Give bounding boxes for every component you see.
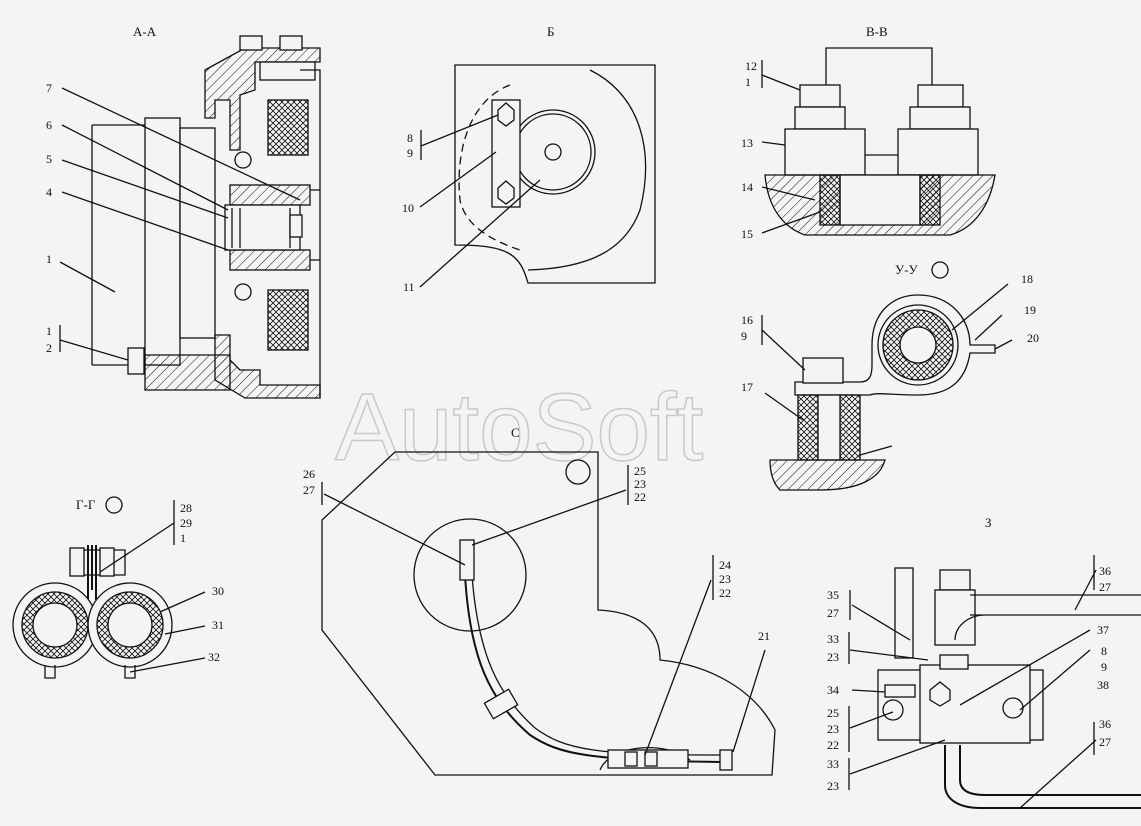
c-label-1: 26 <box>303 467 315 481</box>
b-label-4: 11 <box>403 280 415 294</box>
view-gg-title: Г-Г <box>76 497 96 512</box>
b-label-2: 9 <box>407 146 413 160</box>
b-label-3: 10 <box>402 201 414 215</box>
vv-label-4: 14 <box>741 180 753 194</box>
view-vv: В-В 12 1 13 14 15 <box>741 24 996 241</box>
vv-label-2: 1 <box>745 75 751 89</box>
gg-label-6: 32 <box>208 650 220 664</box>
vv-label-5: 15 <box>741 227 753 241</box>
c-label-5: 22 <box>634 490 646 504</box>
z-label-15: 9 <box>1101 660 1107 674</box>
gg-label-4: 30 <box>212 584 224 598</box>
aa-label-3: 5 <box>46 152 52 166</box>
z-label-10: 23 <box>827 779 839 793</box>
view-gg-marker <box>105 496 123 514</box>
view-z: З 35 27 33 23 34 25 23 22 33 23 36 27 37… <box>827 515 1141 809</box>
z-label-12: 27 <box>1099 580 1111 594</box>
z-label-4: 23 <box>827 650 839 664</box>
z-label-6: 25 <box>827 706 839 720</box>
aa-label-4: 4 <box>46 185 52 199</box>
aa-label-6: 1 <box>46 324 52 338</box>
z-label-3: 33 <box>827 632 839 646</box>
gg-label-2: 29 <box>180 516 192 530</box>
view-aa: А-А 7 6 5 4 1 1 2 <box>46 24 321 399</box>
z-label-8: 22 <box>827 738 839 752</box>
uu-label-6: 20 <box>1027 331 1039 345</box>
vv-label-1: 12 <box>745 59 757 73</box>
aa-label-2: 6 <box>46 118 52 132</box>
view-c: С 26 27 25 23 22 24 23 22 21 <box>303 425 776 776</box>
view-b-title: Б <box>547 24 554 39</box>
view-uu: У-У 16 9 17 18 19 20 <box>741 261 1039 491</box>
uu-label-1: 16 <box>741 313 753 327</box>
uu-label-5: 19 <box>1024 303 1036 317</box>
c-label-8: 22 <box>719 586 731 600</box>
uu-label-3: 17 <box>741 380 753 394</box>
c-label-7: 23 <box>719 572 731 586</box>
z-label-16: 38 <box>1097 678 1109 692</box>
b-label-1: 8 <box>407 131 413 145</box>
watermark: AutoSoft <box>335 374 703 481</box>
aa-label-5: 1 <box>46 252 52 266</box>
z-label-7: 23 <box>827 722 839 736</box>
view-z-title: З <box>985 515 992 530</box>
aa-label-7: 2 <box>46 341 52 355</box>
view-uu-marker <box>931 261 949 279</box>
view-gg: Г-Г 28 29 1 30 31 32 <box>12 496 224 679</box>
view-b: Б 8 9 10 11 <box>402 24 656 294</box>
z-label-14: 8 <box>1101 644 1107 658</box>
z-label-11: 36 <box>1099 564 1111 578</box>
c-label-4: 23 <box>634 477 646 491</box>
c-label-6: 24 <box>719 558 731 572</box>
uu-label-4: 18 <box>1021 272 1033 286</box>
c-label-2: 27 <box>303 483 315 497</box>
c-label-3: 25 <box>634 464 646 478</box>
gg-label-5: 31 <box>212 618 224 632</box>
vv-label-3: 13 <box>741 136 753 150</box>
view-uu-title: У-У <box>895 262 919 277</box>
z-label-9: 33 <box>827 757 839 771</box>
uu-label-2: 9 <box>741 329 747 343</box>
z-label-2: 27 <box>827 606 839 620</box>
z-label-17: 36 <box>1099 717 1111 731</box>
z-label-1: 35 <box>827 588 839 602</box>
view-aa-title: А-А <box>133 24 157 39</box>
z-label-13: 37 <box>1097 623 1109 637</box>
aa-label-1: 7 <box>46 81 52 95</box>
gg-label-1: 28 <box>180 501 192 515</box>
view-c-title: С <box>511 425 520 440</box>
view-vv-title: В-В <box>866 24 888 39</box>
gg-label-3: 1 <box>180 531 186 545</box>
c-label-9: 21 <box>758 629 770 643</box>
z-label-18: 27 <box>1099 735 1111 749</box>
z-label-5: 34 <box>827 683 839 697</box>
